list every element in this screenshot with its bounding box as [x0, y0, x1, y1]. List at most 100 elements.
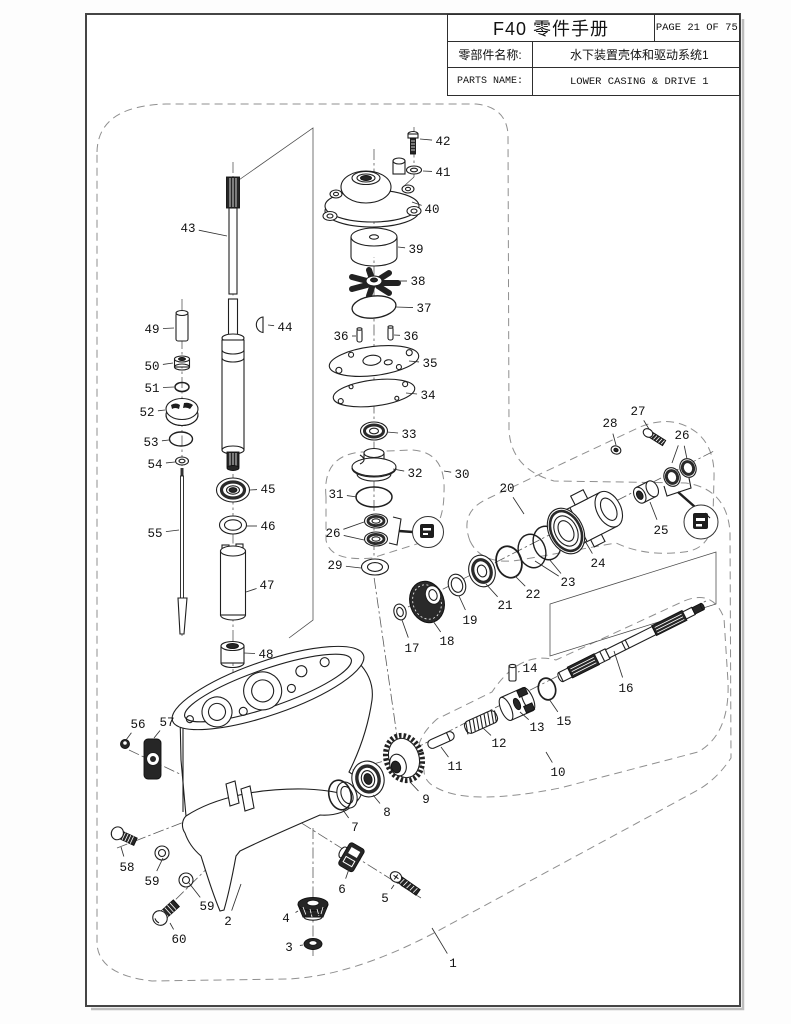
- svg-text:6: 6: [338, 883, 346, 897]
- part-32-bearing-housing: [351, 447, 397, 482]
- part-name-label-en: PARTS NAME:: [447, 67, 533, 96]
- svg-text:2: 2: [224, 915, 232, 929]
- casing-top-flange: [171, 645, 365, 731]
- callout-24: 24: [584, 540, 606, 571]
- callout-35: 35: [408, 357, 438, 371]
- callout-37: 37: [395, 302, 432, 316]
- callout-21: 21: [485, 583, 513, 613]
- callout-59: 59: [144, 857, 164, 889]
- callout-26: 26: [325, 521, 365, 541]
- callout-27: 27: [630, 405, 650, 430]
- svg-text:3: 3: [285, 941, 293, 955]
- svg-text:48: 48: [258, 648, 273, 662]
- callout-14: 14: [517, 662, 538, 676]
- part-39-insert-cup: [350, 227, 398, 267]
- svg-text:38: 38: [410, 275, 425, 289]
- part-55-shift-rod: [177, 468, 188, 635]
- part-42-bolt: [407, 130, 419, 155]
- part-25-bushing: [632, 480, 660, 504]
- callout-31: 31: [328, 488, 358, 502]
- callout-41: 41: [422, 166, 451, 180]
- svg-text:7: 7: [351, 821, 359, 835]
- callout-59: 59: [188, 882, 215, 914]
- part-51-oring: [174, 381, 190, 393]
- propshaft-panel: [549, 551, 717, 657]
- svg-text:19: 19: [462, 614, 477, 628]
- callout-34: 34: [405, 389, 436, 403]
- svg-text:41: 41: [435, 166, 450, 180]
- callout-8: 8: [372, 794, 391, 820]
- svg-text:40: 40: [424, 203, 439, 217]
- svg-text:46: 46: [260, 520, 275, 534]
- page-indicator: PAGE 21 OF 75: [653, 14, 740, 42]
- svg-text:39: 39: [408, 243, 423, 257]
- callout-29: 29: [327, 559, 362, 573]
- callout-58: 58: [119, 846, 135, 875]
- callout-54: 54: [147, 458, 176, 472]
- callout-18: 18: [432, 620, 455, 649]
- assembly-boundary: [96, 103, 732, 982]
- svg-text:53: 53: [143, 436, 158, 450]
- part-40-water-pump-housing: [322, 157, 422, 228]
- part-11-pin: [427, 731, 455, 749]
- svg-text:59: 59: [144, 875, 159, 889]
- part-41-washer: [405, 165, 423, 175]
- part-13-clutch-dog: [498, 686, 536, 722]
- svg-text:54: 54: [147, 458, 162, 472]
- svg-text:29: 29: [327, 559, 342, 573]
- svg-text:28: 28: [602, 417, 617, 431]
- part-4-pinion-gear: [297, 897, 329, 921]
- callout-10: 10: [545, 751, 566, 780]
- callout-2: 2: [224, 883, 242, 929]
- part-56-nut: [120, 739, 130, 749]
- part-58-plug-screw: [110, 826, 138, 846]
- callout-44: 44: [267, 321, 293, 335]
- part-5-screw: [389, 871, 421, 896]
- svg-text:36: 36: [333, 330, 348, 344]
- callout-23: 23: [534, 558, 576, 590]
- svg-text:21: 21: [497, 599, 512, 613]
- part-19-washer: [447, 573, 467, 597]
- svg-text:34: 34: [420, 389, 435, 403]
- svg-text:35: 35: [422, 357, 437, 371]
- svg-text:12: 12: [491, 737, 506, 751]
- callout-16: 16: [613, 650, 634, 696]
- part-12-spring: [463, 710, 499, 735]
- callout-22: 22: [514, 575, 541, 602]
- svg-text:18: 18: [439, 635, 454, 649]
- callout-13: 13: [519, 711, 545, 735]
- svg-text:45: 45: [260, 483, 275, 497]
- callout-36: 36: [333, 330, 356, 344]
- detail-circle-pump-clip: [412, 516, 444, 548]
- callout-45: 45: [249, 483, 276, 497]
- callout-6: 6: [338, 868, 350, 897]
- svg-text:22: 22: [525, 588, 540, 602]
- svg-text:13: 13: [529, 721, 544, 735]
- part-21-bearing: [468, 554, 496, 588]
- group-30-bubble: [325, 449, 445, 560]
- svg-text:4: 4: [282, 912, 290, 926]
- part-3-nut: [303, 938, 323, 950]
- part-38-impeller: [349, 267, 401, 299]
- svg-text:55: 55: [147, 527, 162, 541]
- svg-text:31: 31: [328, 488, 343, 502]
- part-6-anode: [338, 842, 365, 873]
- page-border: [85, 13, 745, 1011]
- part-9-forward-gear: [382, 732, 426, 784]
- callout-12: 12: [482, 727, 507, 751]
- callout-56: 56: [125, 718, 146, 741]
- part-2-lower-casing: [171, 645, 373, 912]
- part-16-prop-shaft: [557, 602, 705, 683]
- callout-50: 50: [144, 360, 174, 374]
- part-29-washer: [360, 558, 390, 576]
- group-10-bubble: [417, 597, 729, 798]
- callout-28: 28: [602, 417, 618, 446]
- svg-text:42: 42: [435, 135, 450, 149]
- part-name-label-zh: 零部件名称:: [447, 40, 533, 69]
- svg-text:15: 15: [556, 715, 571, 729]
- svg-text:1: 1: [449, 957, 457, 971]
- svg-text:51: 51: [144, 382, 159, 396]
- svg-text:58: 58: [119, 861, 134, 875]
- callout-52: 52: [139, 406, 166, 420]
